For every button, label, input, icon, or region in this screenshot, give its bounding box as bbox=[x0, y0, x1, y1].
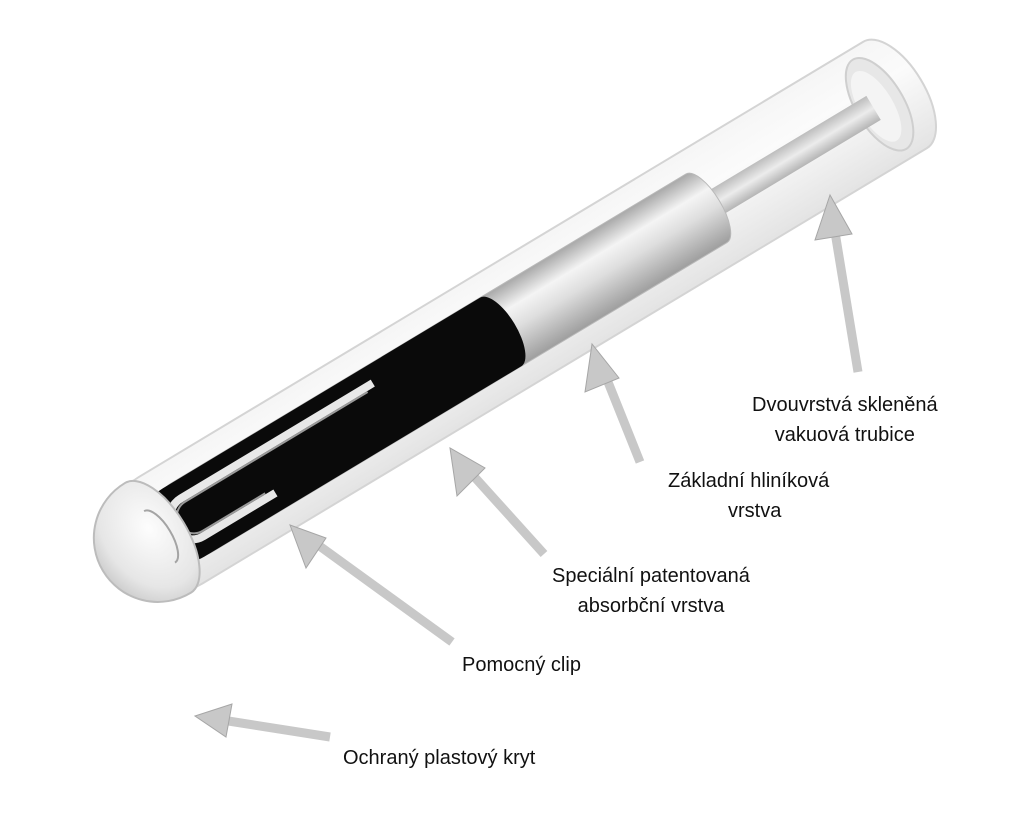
absorber-layer bbox=[143, 296, 526, 563]
label-glass-tube-line2: vakuová trubice bbox=[774, 424, 915, 446]
glass-tube-end-inner bbox=[850, 70, 902, 142]
label-plastic-cover-text: Ochraný plastový kryt bbox=[343, 747, 536, 769]
cover-detail bbox=[143, 509, 180, 564]
arrow-aluminium-layer bbox=[584, 342, 645, 464]
arrow-helper-clip bbox=[289, 524, 455, 646]
label-helper-clip: Pomocný clip bbox=[462, 650, 581, 680]
plastic-cover bbox=[92, 479, 201, 603]
label-aluminium-layer-line2: vrstva bbox=[728, 500, 782, 522]
label-glass-tube: Dvouvrstvá skleněná vakuová trubice bbox=[752, 390, 938, 450]
label-aluminium-layer-line1: Základní hliníková bbox=[668, 470, 830, 492]
arrow-plastic-cover bbox=[193, 703, 331, 742]
arrow-absorber-layer bbox=[449, 447, 548, 558]
inner-glass-tube bbox=[694, 95, 881, 223]
label-absorber-layer: Speciální patentovaná absorbční vrstva bbox=[552, 561, 750, 621]
label-absorber-layer-line1: Speciální patentovaná bbox=[552, 565, 750, 587]
label-glass-tube-line1: Dvouvrstvá skleněná bbox=[752, 394, 938, 416]
arrow-glass-tube bbox=[814, 193, 863, 373]
label-aluminium-layer: Základní hliníková vrstva bbox=[668, 466, 829, 526]
arrows bbox=[193, 193, 863, 742]
tube bbox=[92, 38, 937, 603]
label-absorber-layer-line2: absorbční vrstva bbox=[577, 595, 725, 617]
label-plastic-cover: Ochraný plastový kryt bbox=[343, 743, 535, 773]
label-helper-clip-text: Pomocný clip bbox=[462, 654, 581, 676]
